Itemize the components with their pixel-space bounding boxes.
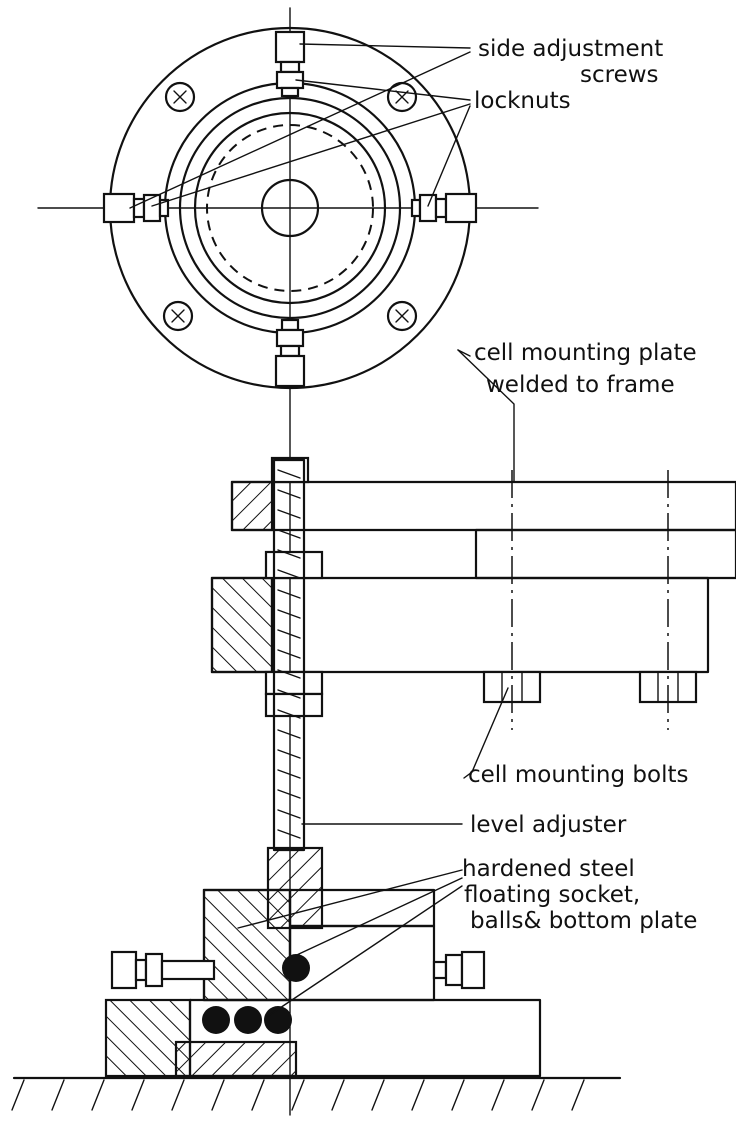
socket-side-screw-right (432, 950, 486, 990)
flange-screw-bl (162, 300, 194, 332)
center-hub (260, 178, 320, 238)
side-view (11, 456, 736, 1111)
label-level-adjuster: level adjuster (470, 812, 627, 838)
side-screw-bottom (274, 318, 306, 388)
label-plate-1: cell mounting plate (474, 340, 697, 366)
cell-ring-inner (193, 111, 387, 305)
ground-hatching (11, 1079, 585, 1111)
label-steel-3: balls& bottom plate (470, 908, 697, 934)
side-screw-top (274, 30, 306, 98)
leader-lines (129, 43, 515, 1017)
threaded-rod (272, 458, 306, 852)
label-locknuts: locknuts (474, 88, 571, 114)
base-plate (188, 998, 542, 1078)
floating-socket-right (288, 924, 436, 1002)
label-side-adjustment-1: side adjustment (478, 36, 663, 62)
socket-ball (282, 954, 310, 982)
socket-side-screw-left (110, 950, 216, 990)
cell-ring-middle (178, 96, 402, 320)
upper-plate (230, 480, 736, 532)
label-bolts: cell mounting bolts (468, 762, 688, 788)
labels: side adjustment screws locknuts cell mou… (462, 36, 697, 934)
label-plate-2: welded to frame (486, 372, 675, 398)
label-steel-1: hardened steel (462, 856, 635, 882)
cell-plate-section (210, 576, 274, 674)
ball-2 (234, 1006, 262, 1034)
side-screw-right (410, 192, 478, 224)
side-screw-left (102, 192, 170, 224)
cell-plate (210, 576, 710, 674)
hidden-outline-circle (206, 124, 374, 292)
flange-screw-tl (164, 81, 196, 113)
ball-1 (202, 1006, 230, 1034)
upper-plate-step (474, 528, 736, 580)
ball-3 (264, 1006, 292, 1034)
upper-plate-section (230, 480, 274, 532)
bottom-plate-section (174, 1040, 298, 1078)
adjuster-foot (266, 846, 324, 930)
flange-screw-br (386, 300, 418, 332)
floating-socket-section (202, 888, 292, 1002)
label-steel-2: floating socket, (464, 882, 640, 908)
label-side-adjustment-2: screws (580, 62, 659, 88)
top-view (37, 7, 539, 1116)
